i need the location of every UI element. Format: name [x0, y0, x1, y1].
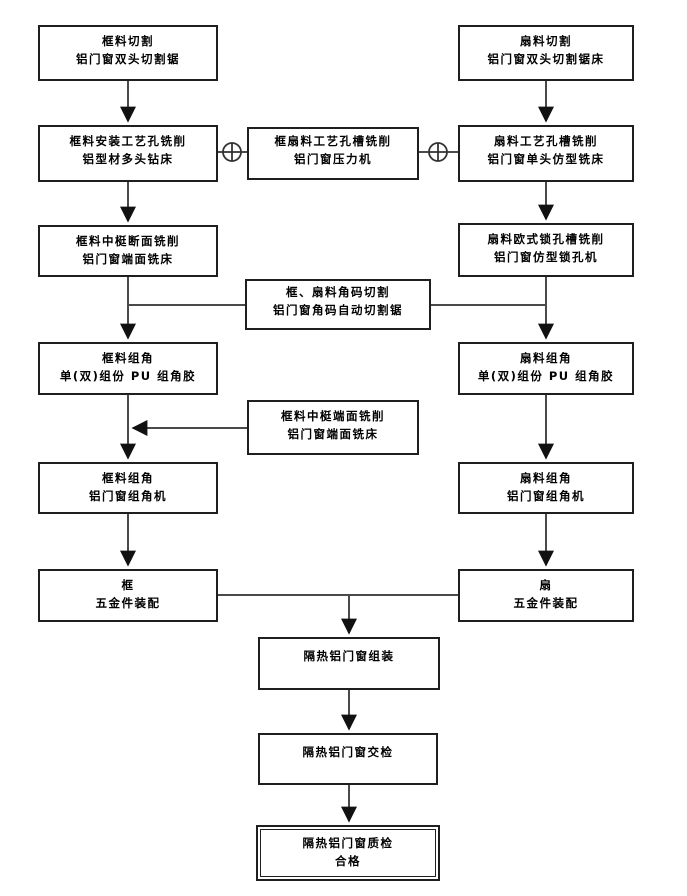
box-text-line: 扇料工艺孔槽铣削	[494, 134, 598, 148]
box-frame-mullion-section: 框料中梃断面铣削 铝门窗端面铣床	[38, 225, 218, 277]
box-frame-cutting: 框料切割 铝门窗双头切割锯	[38, 25, 218, 81]
box-text-line: 铝门窗单头仿型铣床	[487, 151, 605, 166]
box-window-quality-pass: 隔热铝门窗质检 合格	[256, 825, 440, 881]
box-text-line: 框料切割	[102, 34, 154, 48]
box-sash-hardware-assembly: 扇 五金件装配	[458, 569, 634, 622]
box-sash-slot-mill: 扇料工艺孔槽铣削 铝门窗单头仿型铣床	[458, 125, 634, 182]
box-text-line: 铝门窗压力机	[294, 151, 372, 166]
box-text-line: 框料中梃断面铣削	[76, 234, 180, 248]
box-text-line: 铝门窗端面铣床	[82, 251, 174, 266]
box-sash-lock-hole-mill: 扇料欧式锁孔槽铣削 铝门窗仿型锁孔机	[458, 223, 634, 277]
box-text-line: 铝门窗双头切割锯床	[487, 51, 605, 66]
box-corner-key-cutting: 框、扇料角码切割 铝门窗角码自动切割锯	[245, 279, 431, 330]
box-window-assembly: 隔热铝门窗组装	[258, 637, 440, 690]
box-text-line: 隔热铝门窗交检	[302, 745, 394, 759]
box-text-line: 铝门窗角码自动切割锯	[273, 302, 403, 317]
box-frame-hardware-assembly: 框 五金件装配	[38, 569, 218, 622]
box-sash-cutting: 扇料切割 铝门窗双头切割锯床	[458, 25, 634, 81]
box-text-line: 铝型材多头钻床	[82, 151, 174, 166]
box-frame-corner-glue: 框料组角 单(双)组份 PU 组角胶	[38, 342, 218, 395]
crossed-circle-icon	[222, 142, 448, 162]
box-text-line: 合格	[335, 854, 361, 868]
box-window-cross-inspection: 隔热铝门窗交检	[258, 733, 438, 785]
box-sash-corner-crimping: 扇料组角 铝门窗组角机	[458, 462, 634, 514]
box-text-line: 铝门窗双头切割锯	[76, 51, 180, 66]
box-text-line: 单(双)组份 PU 组角胶	[477, 368, 615, 383]
box-text-line: 框料组角	[102, 471, 154, 485]
box-text-line: 扇料欧式锁孔槽铣削	[487, 232, 605, 246]
box-text-line: 隔热铝门窗质检	[302, 836, 394, 851]
box-text-line: 框扇料工艺孔槽铣削	[274, 134, 392, 148]
box-text-line: 框料中梃端面铣削	[281, 409, 385, 423]
box-text-line: 框、扇料角码切割	[286, 285, 390, 299]
box-frame-corner-crimping: 框料组角 铝门窗组角机	[38, 462, 218, 514]
box-sash-corner-glue: 扇料组角 单(双)组份 PU 组角胶	[458, 342, 634, 395]
box-text-line: 框	[121, 578, 135, 592]
box-text-line: 铝门窗组角机	[507, 488, 585, 503]
box-text-line: 框料组角	[102, 351, 154, 365]
box-frame-mullion-end-mill: 框料中梃端面铣削 铝门窗端面铣床	[247, 400, 419, 455]
box-text-line: 五金件装配	[95, 595, 161, 610]
box-text-line: 隔热铝门窗组装	[303, 649, 395, 663]
box-frame-sash-slot-mill: 框扇料工艺孔槽铣削 铝门窗压力机	[247, 127, 419, 180]
double-border-inner: 隔热铝门窗质检 合格	[260, 829, 436, 877]
box-text-line: 扇料切割	[520, 34, 572, 48]
box-frame-install-hole-mill: 框料安装工艺孔铣削 铝型材多头钻床	[38, 125, 218, 182]
box-text-line: 单(双)组份 PU 组角胶	[59, 368, 197, 383]
box-text-line: 铝门窗仿型锁孔机	[494, 249, 598, 264]
box-text-line: 扇	[539, 578, 553, 592]
box-text-line: 铝门窗组角机	[89, 488, 167, 503]
box-text-line: 扇料组角	[520, 351, 572, 365]
box-text-line: 扇料组角	[520, 471, 572, 485]
box-text-line: 铝门窗端面铣床	[287, 426, 379, 441]
box-text-line: 框料安装工艺孔铣削	[69, 134, 187, 148]
box-text-line: 五金件装配	[513, 595, 579, 610]
